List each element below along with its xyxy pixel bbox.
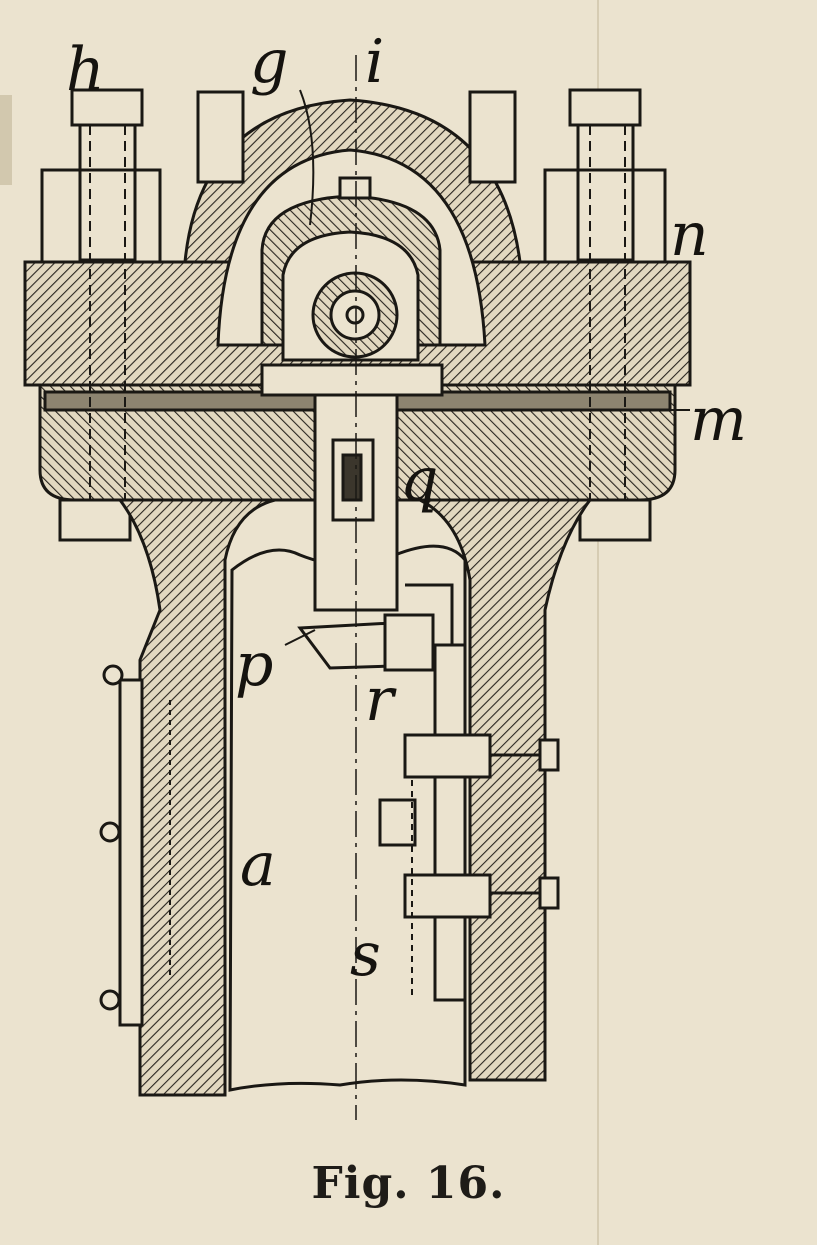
label-a: a <box>240 830 276 900</box>
label-s: s <box>350 920 381 990</box>
label-r: r <box>365 665 397 735</box>
label-leaders <box>284 89 690 646</box>
figure-caption: Fig. 16. <box>311 1158 506 1209</box>
side-door <box>99 664 171 1027</box>
label-p: p <box>235 630 273 700</box>
valve-linkage <box>297 583 560 1002</box>
part-labels: h g i n m q p r a s <box>66 27 747 990</box>
label-h: h <box>66 35 105 105</box>
pump-casing <box>117 498 593 1097</box>
label-n: n <box>670 200 709 270</box>
bolts <box>40 88 667 542</box>
label-m: m <box>690 385 747 455</box>
label-g: g <box>250 27 288 97</box>
label-i: i <box>365 27 384 97</box>
label-q: q <box>400 445 438 515</box>
